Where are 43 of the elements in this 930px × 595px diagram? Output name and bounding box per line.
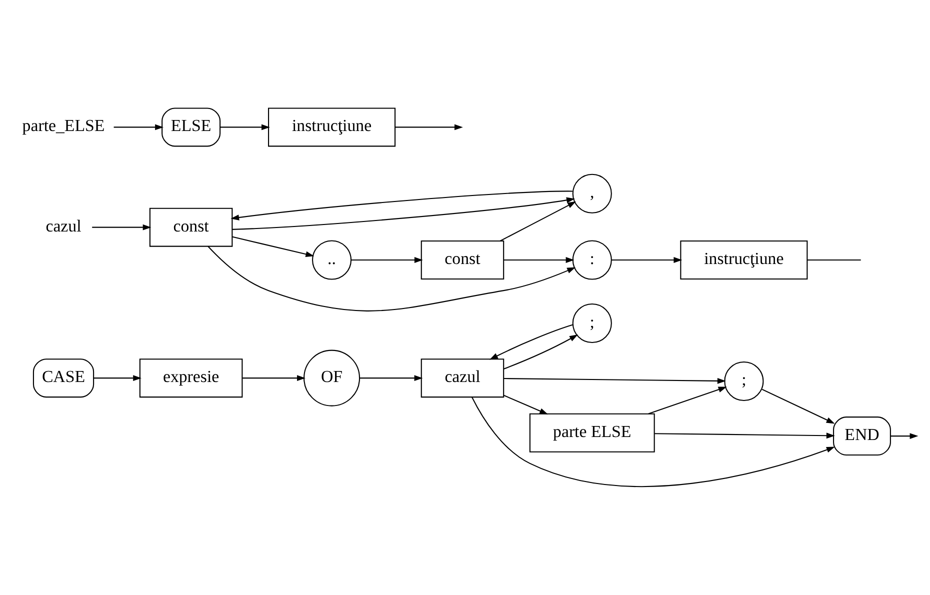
arrow bbox=[394, 124, 462, 130]
node-box: ELSE bbox=[161, 108, 220, 147]
arrow bbox=[350, 257, 422, 263]
arrow bbox=[242, 375, 305, 382]
node-box: CASE bbox=[32, 358, 94, 398]
connector bbox=[806, 259, 860, 261]
arrow bbox=[654, 432, 834, 439]
node-circle: : bbox=[572, 240, 612, 280]
arrow bbox=[503, 394, 548, 414]
node-box: const bbox=[148, 208, 232, 247]
arrow bbox=[503, 257, 574, 263]
arrow bbox=[503, 378, 726, 384]
arrow bbox=[488, 324, 572, 360]
arrow bbox=[648, 386, 726, 414]
node-circle: .. bbox=[312, 240, 352, 280]
arrow bbox=[890, 433, 918, 439]
node-circle: ; bbox=[724, 361, 764, 402]
node-text: parte_ELSE bbox=[22, 116, 104, 136]
arrow bbox=[230, 190, 572, 220]
node-circle: , bbox=[572, 174, 612, 214]
arrow bbox=[113, 124, 163, 130]
arrow bbox=[503, 334, 578, 370]
arrow bbox=[471, 396, 834, 488]
node-box: cazul bbox=[420, 358, 504, 398]
node-box: const bbox=[420, 240, 504, 280]
arrow bbox=[358, 375, 422, 382]
arrow bbox=[232, 197, 574, 230]
arrow bbox=[220, 124, 270, 130]
node-box: parte ELSE bbox=[528, 413, 654, 452]
node-circle: ; bbox=[572, 303, 612, 344]
arrow bbox=[232, 236, 314, 258]
node-circle: OF bbox=[303, 350, 360, 406]
node-box: expresie bbox=[138, 358, 242, 398]
node-box: END bbox=[832, 416, 890, 456]
arrow bbox=[93, 375, 142, 382]
node-box: instrucţiune bbox=[268, 108, 396, 147]
arrow bbox=[761, 388, 834, 424]
node-text: cazul bbox=[45, 216, 81, 236]
arrow bbox=[499, 201, 576, 242]
arrow bbox=[611, 257, 682, 263]
arrow bbox=[207, 246, 576, 312]
node-box: instrucţiune bbox=[680, 240, 808, 280]
arrow bbox=[92, 224, 151, 230]
